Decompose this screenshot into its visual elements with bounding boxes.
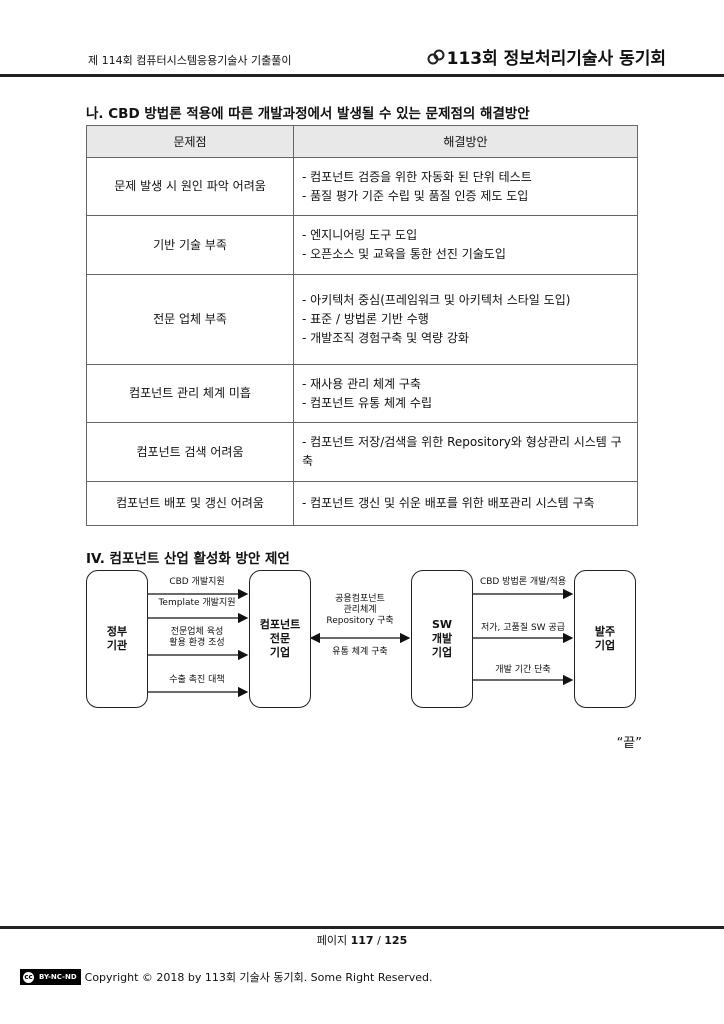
problem-cell: 컴포넌트 관리 체계 미흡 [86, 364, 294, 423]
table-row: 전문 업체 부족 - 아키텍처 중심(프레임워크 및 아키텍처 스타일 도입) … [86, 274, 638, 365]
solution-item: - 오픈소스 및 교육을 통한 선진 기술도입 [302, 247, 506, 261]
page-total: 125 [384, 934, 408, 947]
solution-item: - 컴포넌트 검증을 위한 자동화 된 단위 테스트 [302, 169, 532, 184]
diagram-arrows [147, 588, 574, 698]
box-government-label: 정부 기관 [106, 625, 128, 652]
page-separator: / [373, 934, 385, 947]
problem-cell: 컴포넌트 배포 및 갱신 어려움 [86, 481, 294, 526]
label-low-cost: 저가, 고품질 SW 공급 [480, 623, 565, 633]
page-indicator: 페이지 117 / 125 [0, 932, 724, 948]
col-header-solution: 해결방안 [293, 125, 638, 158]
box-client-company: 발주 기업 [574, 570, 636, 708]
solution-item: - 컴포넌트 유통 체계 수립 [302, 395, 432, 410]
solution-cell: - 컴포넌트 갱신 및 쉬운 배포를 위한 배포관리 시스템 구축 [293, 481, 638, 526]
solution-cell: - 재사용 관리 체계 구축 - 컴포넌트 유통 체계 수립 [293, 364, 638, 423]
solution-cell: - 컴포넌트 검증을 위한 자동화 된 단위 테스트 - 품질 평가 기준 수립… [293, 157, 638, 216]
solution-item: - 재사용 관리 체계 구축 [302, 376, 421, 391]
label-short-dev: 개발 기간 단축 [495, 665, 551, 675]
box-component-company: 컴포넌트 전문 기업 [249, 570, 311, 708]
section1-title: 나. CBD 방법론 적용에 따른 개발과정에서 발생될 수 있는 문제점의 해… [86, 106, 530, 122]
col-header-problem: 문제점 [86, 125, 294, 158]
solution-item: - 컴포넌트 갱신 및 쉬운 배포를 위한 배포관리 시스템 구축 [302, 496, 595, 510]
problem-solution-table: 문제점 해결방안 문제 발생 시 원인 파악 어려움 - 컴포넌트 검증을 위한… [86, 125, 638, 526]
header-right-text: 113회 정보처리기술사 동기회 [446, 49, 666, 69]
table-row: 컴포넌트 배포 및 갱신 어려움 - 컴포넌트 갱신 및 쉬운 배포를 위한 배… [86, 481, 638, 526]
page-current: 117 [350, 934, 374, 947]
solution-item: - 표준 / 방법론 기반 수행 [302, 312, 429, 326]
box-government: 정부 기관 [86, 570, 148, 708]
page-prefix: 페이지 [316, 934, 348, 947]
link-logo-icon [427, 49, 445, 70]
footer-divider [0, 926, 724, 929]
table-row: 컴포넌트 검색 어려움 - 컴포넌트 저장/검색을 위한 Repository와… [86, 422, 638, 482]
cc-icon: cc [23, 971, 34, 983]
industry-diagram: 정부 기관 컴포넌트 전문 기업 SW 개발 기업 발주 기업 CBD 개발지원… [86, 568, 638, 718]
copyright-line: cc BY-NC-ND Copyright © 2018 by 113회 기술사… [20, 969, 433, 985]
label-dist: 유통 체계 구축 [332, 647, 388, 657]
solution-item: - 품질 평가 기준 수립 및 품질 인증 제도 도입 [302, 188, 529, 203]
cc-license-badge: cc BY-NC-ND [20, 969, 81, 985]
problem-cell: 기반 기술 부족 [86, 215, 294, 275]
label-template-support: Template 개발지원 [158, 598, 236, 608]
solution-item: - 개발조직 경험구축 및 역량 강화 [302, 331, 469, 345]
label-env: 전문업체 육성 활용 환경 조성 [169, 627, 225, 648]
solution-item: - 아키텍처 중심(프레임워크 및 아키텍처 스타일 도입) [302, 293, 571, 307]
box-client-company-label: 발주 기업 [594, 625, 616, 652]
problem-cell: 컴포넌트 검색 어려움 [86, 422, 294, 482]
section2-title: IV. 컴포넌트 산업 활성화 방안 제언 [86, 551, 290, 567]
header-right-title: 113회 정보처리기술사 동기회 [427, 44, 666, 70]
solution-item: - 엔지니어링 도구 도입 [302, 228, 418, 242]
box-sw-company: SW 개발 기업 [411, 570, 473, 708]
label-cbd-support: CBD 개발지원 [169, 577, 225, 587]
header-left-title: 제 114회 컴퓨터시스템응용기술사 기출풀이 [88, 54, 292, 67]
cc-license-label: BY-NC-ND [39, 973, 77, 981]
problem-cell: 문제 발생 시 원인 파악 어려움 [86, 157, 294, 216]
table-row: 기반 기술 부족 - 엔지니어링 도구 도입 - 오픈소스 및 교육을 통한 선… [86, 215, 638, 275]
end-mark: “끝” [616, 736, 642, 751]
label-repo: 공용컴포넌트 관리체계 Repository 구축 [326, 594, 394, 626]
box-sw-company-label: SW 개발 기업 [431, 618, 453, 659]
copyright-text: Copyright © 2018 by 113회 기술사 동기회. Some R… [84, 971, 433, 984]
label-cbd-apply: CBD 방법론 개발/적용 [479, 577, 567, 587]
solution-item: - 컴포넌트 저장/검색을 위한 Repository와 형상관리 시스템 구축 [302, 435, 622, 468]
label-export: 수출 촉진 대책 [169, 675, 225, 685]
solution-cell: - 엔지니어링 도구 도입 - 오픈소스 및 교육을 통한 선진 기술도입 [293, 215, 638, 275]
header-divider [0, 74, 724, 77]
table-row: 컴포넌트 관리 체계 미흡 - 재사용 관리 체계 구축 - 컴포넌트 유통 체… [86, 364, 638, 423]
table-row: 문제 발생 시 원인 파악 어려움 - 컴포넌트 검증을 위한 자동화 된 단위… [86, 157, 638, 216]
solution-cell: - 컴포넌트 저장/검색을 위한 Repository와 형상관리 시스템 구축 [293, 422, 638, 482]
box-component-company-label: 컴포넌트 전문 기업 [259, 618, 301, 659]
problem-cell: 전문 업체 부족 [86, 274, 294, 365]
solution-cell: - 아키텍처 중심(프레임워크 및 아키텍처 스타일 도입) - 표준 / 방법… [293, 274, 638, 365]
